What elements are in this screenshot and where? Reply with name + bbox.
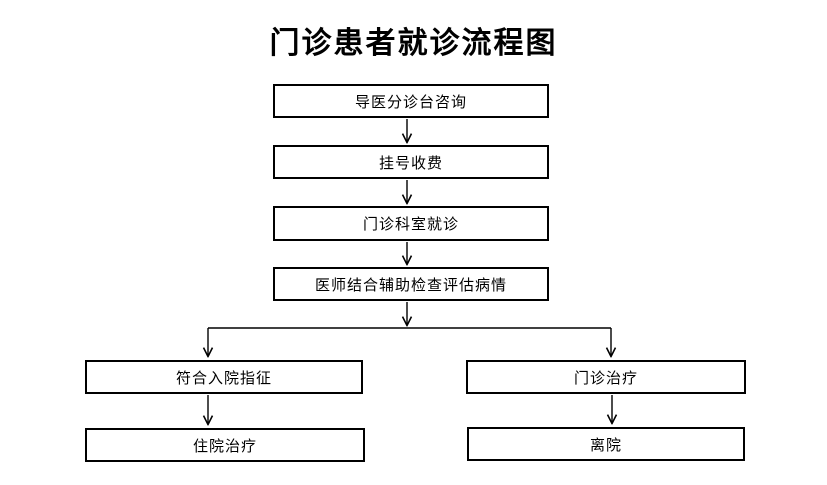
- flow-node-label: 离院: [589, 435, 622, 454]
- flow-node-doctor-assessment: 医师结合辅助检查评估病情: [273, 267, 549, 301]
- flow-node-outpatient-treatment: 门诊治疗: [466, 360, 746, 394]
- flow-node-discharge: 离院: [467, 427, 745, 461]
- flow-node-registration-fee: 挂号收费: [273, 145, 549, 179]
- flow-node-inpatient-treatment: 住院治疗: [85, 428, 365, 462]
- flow-node-label: 门诊科室就诊: [362, 215, 459, 233]
- page-title: 门诊患者就诊流程图: [269, 26, 558, 61]
- flow-node-label: 门诊治疗: [573, 368, 638, 387]
- flow-node-label: 挂号收费: [378, 153, 443, 172]
- flow-node-label: 符合入院指征: [175, 368, 272, 387]
- flow-node-admission-indication: 符合入院指征: [85, 360, 363, 394]
- flow-node-triage-desk-consult: 导医分诊台咨询: [273, 84, 549, 118]
- flow-node-label: 医师结合辅助检查评估病情: [314, 275, 507, 294]
- flow-node-outpatient-dept-visit: 门诊科室就诊: [273, 206, 549, 241]
- flow-node-label: 住院治疗: [192, 436, 257, 455]
- flow-node-label: 导医分诊台咨询: [354, 92, 467, 111]
